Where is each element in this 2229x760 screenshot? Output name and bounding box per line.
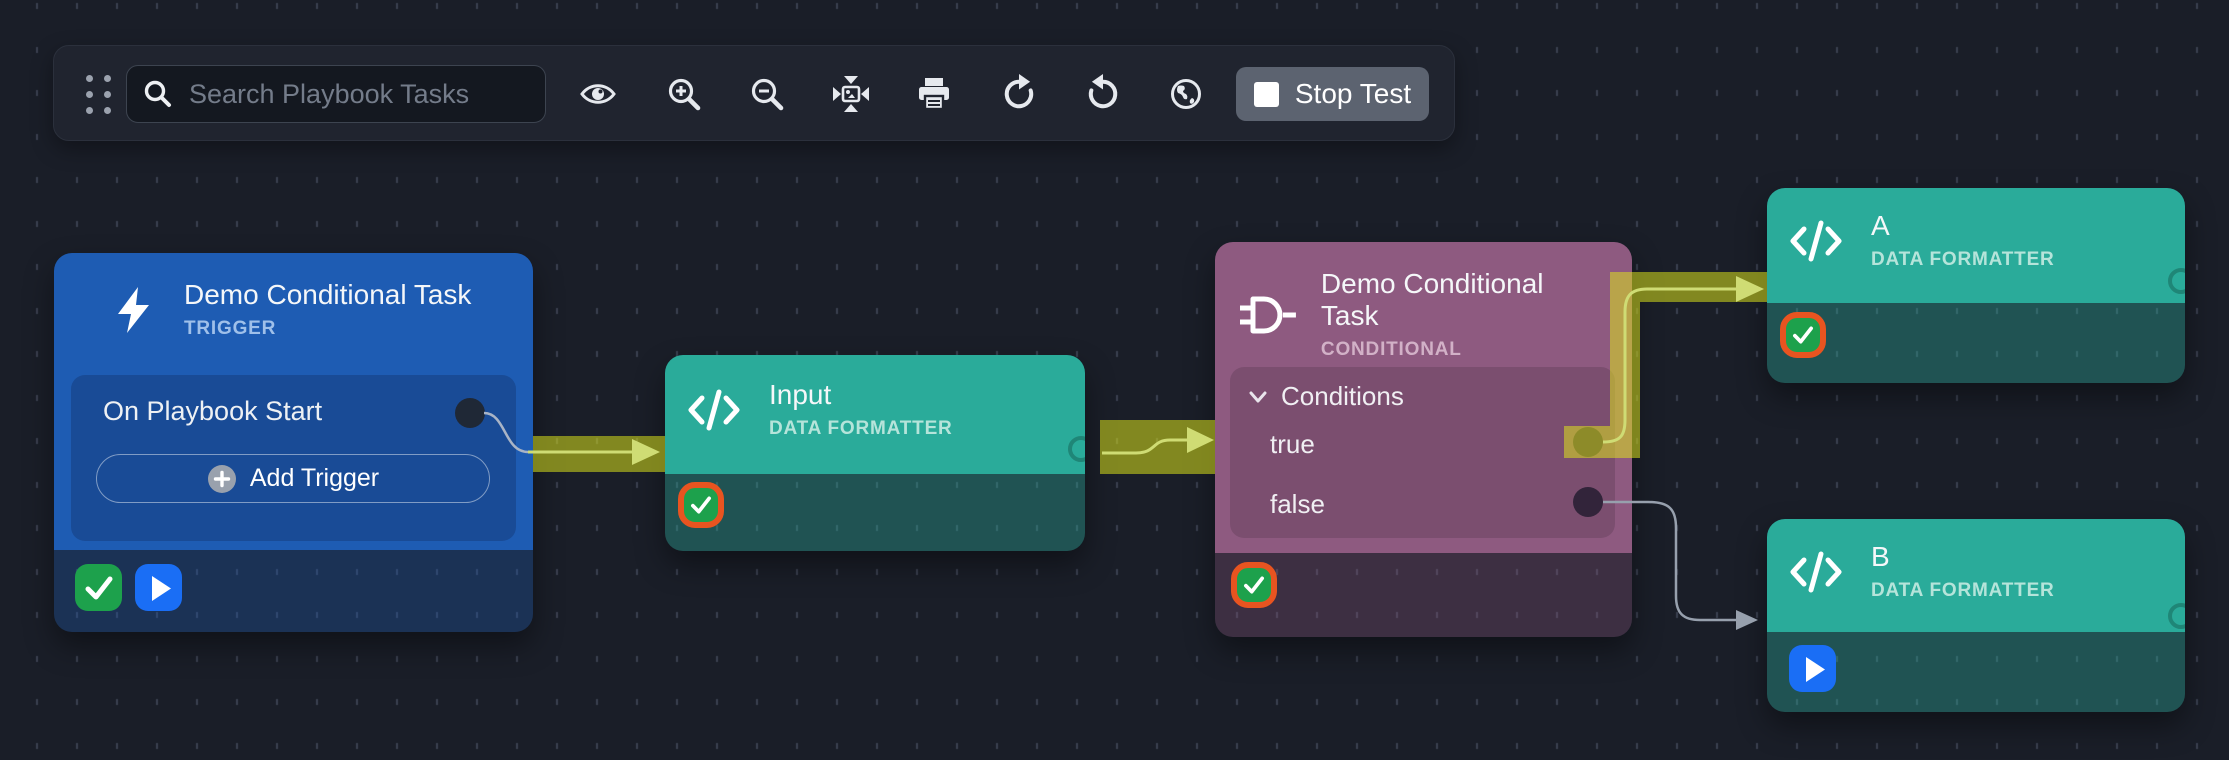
- redo-icon: [999, 74, 1039, 114]
- fit-view-icon: [831, 74, 871, 114]
- search-field-wrap: [126, 65, 546, 123]
- node-footer: [54, 550, 533, 632]
- output-port-on-playbook-start[interactable]: [455, 398, 485, 428]
- redo-button[interactable]: [997, 72, 1041, 116]
- success-status-button-selected[interactable]: [1780, 312, 1826, 358]
- code-icon: [1789, 219, 1843, 263]
- check-icon: [1237, 562, 1271, 608]
- globe-button[interactable]: [1164, 72, 1208, 116]
- add-trigger-label: Add Trigger: [250, 464, 379, 493]
- run-status-button[interactable]: [135, 564, 182, 611]
- node-b[interactable]: B DATA FORMATTER: [1767, 519, 2185, 712]
- node-trigger[interactable]: Demo Conditional Task TRIGGER On Playboo…: [54, 253, 533, 632]
- check-icon: [684, 482, 718, 528]
- zoom-in-button[interactable]: [662, 72, 706, 116]
- print-icon: [914, 74, 954, 114]
- stop-test-label: Stop Test: [1295, 78, 1411, 110]
- conditions-section-toggle[interactable]: Conditions: [1248, 381, 1404, 412]
- node-type-label: CONDITIONAL: [1321, 339, 1608, 361]
- conditions-label: Conditions: [1281, 381, 1404, 412]
- logic-gate-icon: [1239, 293, 1297, 337]
- success-status-button-selected[interactable]: [1231, 562, 1277, 608]
- globe-icon: [1166, 74, 1206, 114]
- node-footer: [1767, 303, 2185, 383]
- node-conditional[interactable]: Demo Conditional Task CONDITIONAL Condit…: [1215, 242, 1632, 637]
- code-icon: [687, 388, 741, 432]
- success-status-button-selected[interactable]: [678, 482, 724, 528]
- print-button[interactable]: [912, 72, 956, 116]
- stop-square-icon: [1254, 82, 1279, 107]
- chevron-down-icon: [1248, 390, 1268, 404]
- node-footer: [1767, 632, 2185, 712]
- play-icon: [1790, 646, 1836, 692]
- search-icon: [142, 78, 174, 110]
- eye-icon: [578, 74, 618, 114]
- toggle-visibility-button[interactable]: [576, 72, 620, 116]
- trigger-event-row[interactable]: On Playbook Start: [103, 396, 322, 427]
- node-title: Demo Conditional Task: [1321, 268, 1608, 332]
- stop-test-button[interactable]: Stop Test: [1236, 67, 1429, 121]
- node-input[interactable]: Input DATA FORMATTER: [665, 355, 1085, 551]
- code-icon: [1789, 550, 1843, 594]
- node-type-label: DATA FORMATTER: [1871, 580, 2055, 602]
- run-status-button[interactable]: [1789, 645, 1836, 692]
- conditions-panel: Conditions true false: [1230, 367, 1615, 538]
- node-type-label: TRIGGER: [184, 318, 471, 340]
- check-icon: [1786, 312, 1820, 358]
- node-type-label: DATA FORMATTER: [1871, 249, 2055, 271]
- plus-circle-icon: [207, 464, 237, 494]
- node-title: Input: [769, 379, 953, 411]
- play-icon: [136, 565, 182, 611]
- node-type-label: DATA FORMATTER: [769, 418, 953, 440]
- zoom-out-icon: [747, 74, 787, 114]
- node-title: B: [1871, 541, 2055, 573]
- node-title: Demo Conditional Task: [184, 279, 471, 311]
- node-a[interactable]: A DATA FORMATTER: [1767, 188, 2185, 383]
- zoom-out-button[interactable]: [745, 72, 789, 116]
- add-trigger-button[interactable]: Add Trigger: [96, 454, 490, 503]
- lightning-bolt-icon: [110, 285, 158, 335]
- success-status-button[interactable]: [75, 564, 122, 611]
- node-footer: [1215, 553, 1632, 637]
- output-port-true[interactable]: [1573, 427, 1603, 457]
- undo-button[interactable]: [1081, 72, 1125, 116]
- fit-view-button[interactable]: [829, 72, 873, 116]
- search-input[interactable]: [126, 65, 546, 123]
- drag-handle-icon[interactable]: [79, 70, 117, 118]
- toolbar: Stop Test: [53, 45, 1455, 141]
- node-footer: [665, 474, 1085, 551]
- undo-icon: [1083, 74, 1123, 114]
- output-port-false[interactable]: [1573, 487, 1603, 517]
- branch-true-label[interactable]: true: [1270, 429, 1315, 460]
- node-title: A: [1871, 210, 2055, 242]
- check-icon: [76, 565, 122, 611]
- zoom-in-icon: [664, 74, 704, 114]
- branch-false-label[interactable]: false: [1270, 489, 1325, 520]
- trigger-events-panel: On Playbook Start Add Trigger: [71, 375, 516, 541]
